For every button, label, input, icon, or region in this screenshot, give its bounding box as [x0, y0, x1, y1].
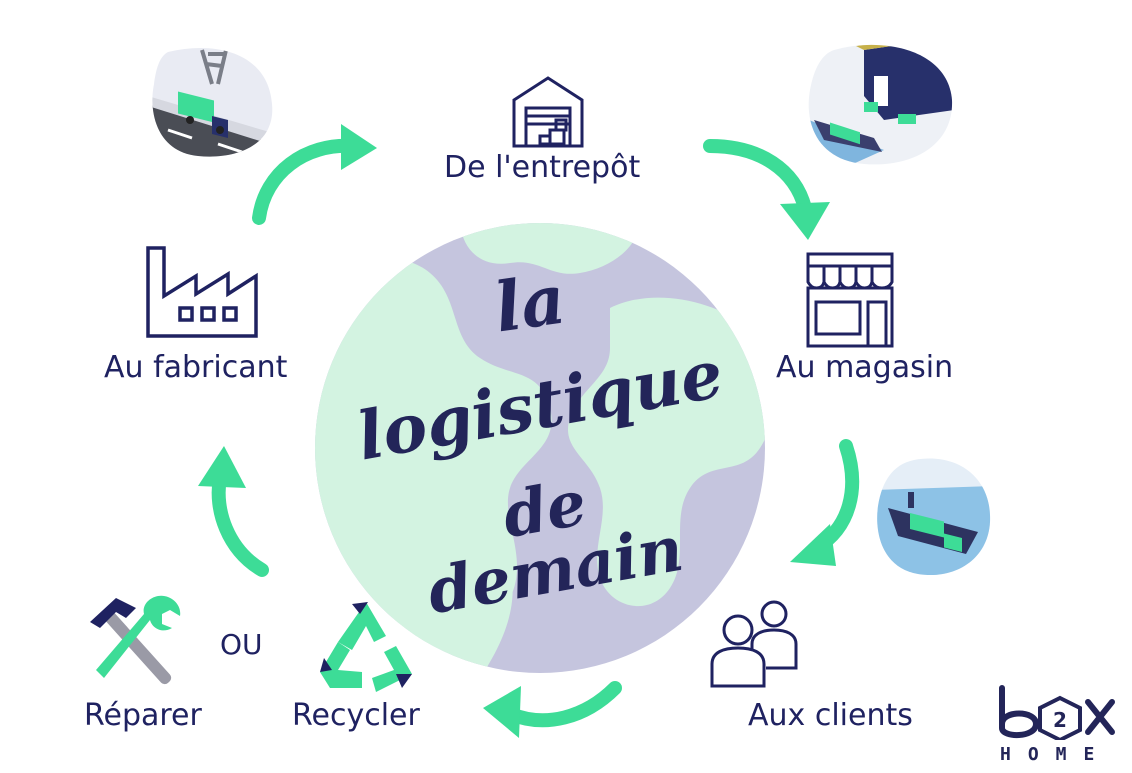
arrow-fabricant-to-entrepot — [252, 124, 377, 225]
logo-badge-number: 2 — [1053, 708, 1067, 732]
label-entrepot: De l'entrepôt — [444, 150, 641, 185]
truck-road-illustration — [152, 47, 273, 157]
logo-mark — [999, 685, 1115, 740]
label-fabricant: Au fabricant — [104, 350, 288, 385]
arrow-magasin-to-clients — [790, 439, 859, 566]
port-warehouse-illustration — [808, 44, 953, 165]
store-icon — [806, 252, 894, 348]
arrow-entrepot-to-magasin — [703, 139, 830, 240]
factory-icon — [146, 246, 258, 338]
logo-home: HOME — [1000, 744, 1112, 765]
warehouse-icon — [512, 76, 584, 148]
arrow-recycler-to-fabricant — [198, 446, 269, 577]
label-magasin: Au magasin — [776, 350, 954, 385]
label-reparer: Réparer — [84, 698, 202, 733]
recycle-icon — [320, 602, 412, 692]
container-ship-illustration — [877, 458, 991, 576]
globe — [315, 223, 765, 673]
label-ou: OU — [220, 628, 263, 661]
label-recycler: Recycler — [292, 698, 420, 733]
arrow-clients-to-recycler — [483, 681, 622, 738]
people-icon — [710, 600, 798, 688]
label-clients: Aux clients — [748, 698, 913, 733]
hammer-wrench-icon — [90, 595, 181, 685]
